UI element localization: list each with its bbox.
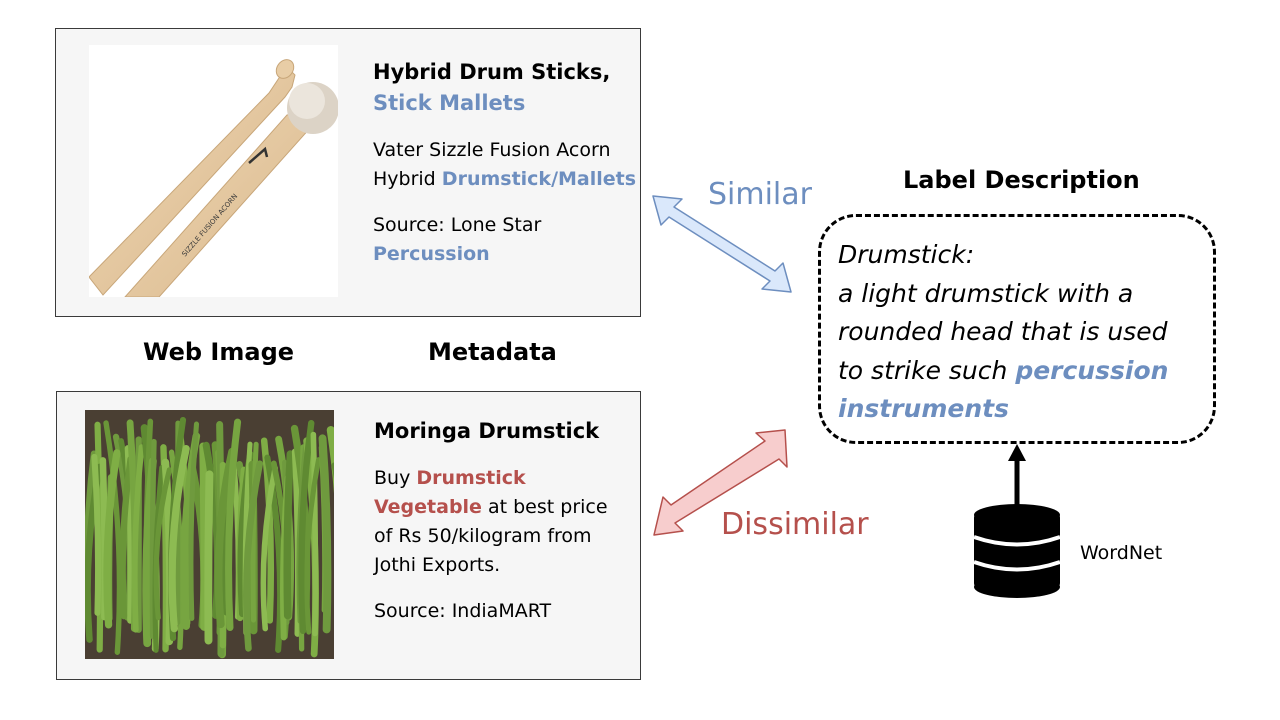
- moringa-pod: [149, 438, 157, 640]
- drum-sticks-desc-line2: Hybrid Drumstick/Mallets: [373, 165, 643, 194]
- moringa-pod: [119, 455, 134, 620]
- moringa-pod: [188, 421, 200, 621]
- moringa-pod: [310, 431, 319, 637]
- moringa-photo: [85, 410, 334, 659]
- moringa-desc-highlight2: Vegetable: [374, 496, 482, 518]
- moringa-title: Moringa Drumstick: [374, 419, 600, 443]
- moringa-pod: [326, 426, 334, 494]
- moringa-pod: [199, 442, 209, 631]
- moringa-pod: [103, 420, 123, 655]
- drum-sticks-title-highlight: Stick Mallets: [373, 91, 526, 115]
- moringa-pod: [168, 445, 190, 633]
- description-line3-text: to strike such: [838, 355, 1016, 385]
- dissimilar-label: Dissimilar: [721, 507, 869, 542]
- description-highlight1: percussion: [1015, 355, 1169, 385]
- moringa-desc-line3: of Rs 50/kilogram from: [374, 525, 592, 547]
- drum-sticks-source: Source: Lone Star: [373, 214, 542, 236]
- moringa-pod: [250, 441, 259, 623]
- dissimilar-arrow: [653, 429, 788, 536]
- moringa-metadata: Moringa Drumstick Buy Drumstick Vegetabl…: [374, 416, 634, 626]
- drum-sticks-metadata: Hybrid Drum Sticks, Stick Mallets Vater …: [373, 57, 643, 269]
- moringa-pod: [204, 470, 214, 645]
- moringa-source: Source: IndiaMART: [374, 600, 552, 622]
- database-icon: [973, 504, 1061, 598]
- web-image-heading: Web Image: [143, 338, 295, 366]
- moringa-desc-line1: Buy Drumstick: [374, 464, 634, 493]
- drum-sticks-desc-highlight: Drumstick/Mallets: [441, 168, 637, 190]
- drum-sticks-desc-line1: Vater Sizzle Fusion Acorn: [373, 139, 611, 161]
- up-arrow: [1008, 444, 1026, 505]
- moringa-pod: [318, 434, 332, 634]
- description-line3: to strike such percussion: [838, 352, 1198, 391]
- label-description-text: Drumstick: a light drumstick with a roun…: [838, 236, 1198, 429]
- moringa-pod: [283, 450, 295, 620]
- drum-sticks-desc-prefix: Hybrid: [373, 168, 442, 190]
- moringa-pod: [298, 419, 315, 635]
- moringa-desc-suffix: at best price: [481, 496, 608, 518]
- similar-label: Similar: [708, 177, 812, 212]
- moringa-pod: [225, 418, 242, 632]
- moringa-pod: [243, 460, 264, 652]
- moringa-pod: [91, 453, 102, 616]
- label-description-box: [818, 214, 1216, 444]
- description-line1: a light drumstick with a: [838, 278, 1134, 308]
- description-line2: rounded head that is used: [838, 317, 1168, 346]
- moringa-pod: [214, 447, 237, 629]
- example-card-moringa: Moringa Drumstick Buy Drumstick Vegetabl…: [56, 391, 641, 680]
- drum-sticks-source-highlight: Percussion: [373, 243, 490, 265]
- example-card-drum-sticks: SIZZLE FUSION ACORN Hybrid Drum Sticks, …: [55, 28, 641, 317]
- moringa-desc-line4: Jothi Exports.: [374, 554, 501, 576]
- moringa-desc-line2: Vegetable at best price: [374, 493, 634, 522]
- moringa-desc-highlight1: Drumstick: [416, 467, 526, 489]
- moringa-pod: [153, 467, 172, 621]
- description-highlight2: instruments: [838, 394, 1009, 423]
- drum-sticks-title: Hybrid Drum Sticks,: [373, 60, 611, 84]
- metadata-heading: Metadata: [428, 338, 557, 366]
- moringa-pod: [131, 444, 145, 633]
- wordnet-label: WordNet: [1080, 542, 1163, 564]
- moringa-pod: [260, 465, 278, 632]
- similar-arrow: [652, 195, 792, 293]
- moringa-pod: [304, 457, 322, 635]
- description-term: Drumstick:: [838, 240, 975, 269]
- drum-sticks-photo: SIZZLE FUSION ACORN: [89, 45, 338, 297]
- label-description-heading: Label Description: [903, 166, 1140, 194]
- moringa-pod: [103, 449, 121, 629]
- moringa-desc-prefix: Buy: [374, 467, 417, 489]
